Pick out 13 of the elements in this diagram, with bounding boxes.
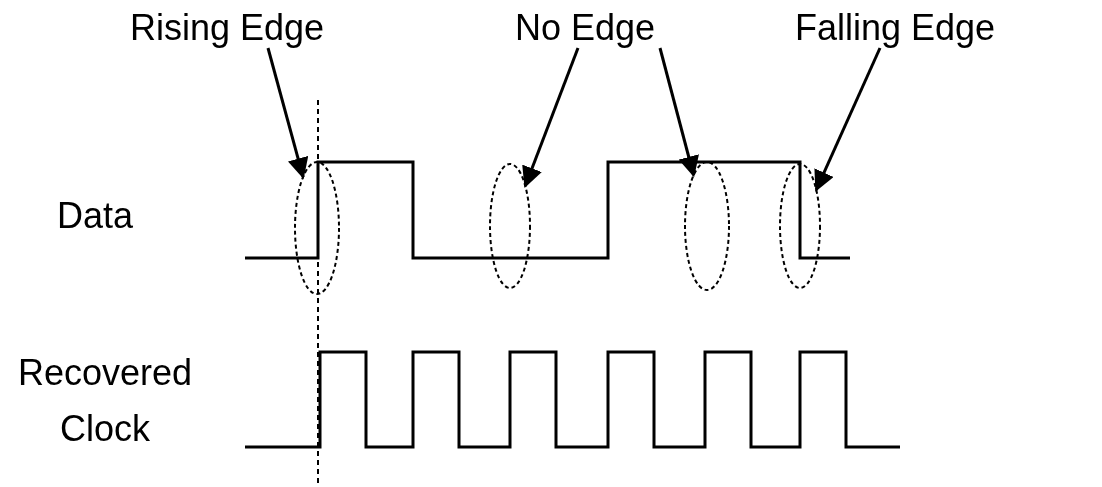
arrow bbox=[658, 47, 699, 178]
dashed-ellipse bbox=[683, 160, 731, 292]
arrow bbox=[814, 47, 882, 192]
arrow bbox=[266, 47, 309, 179]
arrow bbox=[522, 47, 580, 188]
signal-name: Data bbox=[55, 194, 134, 238]
dashed-ellipse bbox=[778, 162, 822, 290]
dashed-ellipse bbox=[488, 162, 532, 290]
dashed-ellipse bbox=[293, 160, 341, 296]
callout-text: Falling Edge bbox=[795, 8, 996, 48]
callout-text: Rising Edge bbox=[130, 8, 325, 48]
signal-name: Recovered Clock bbox=[16, 351, 194, 451]
callout-text: No Edge bbox=[515, 8, 656, 48]
